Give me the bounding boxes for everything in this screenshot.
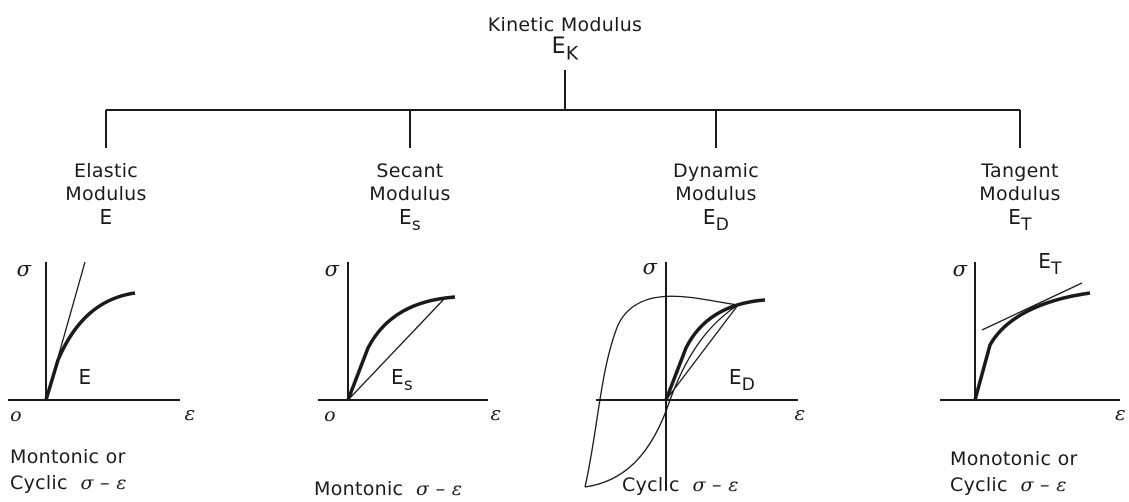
root-symbol: EK [551,34,579,65]
tangent-y-label: σ [952,257,968,281]
tangent-x-label: ε [1114,401,1127,425]
dynamic-symbol: ED [702,205,730,235]
dynamic-caption-2: Cyclic σ – ε [622,474,739,496]
secant-symbol: Es [398,205,422,235]
stress-strain-curve [44,291,136,401]
hysteresis-loop-upper [584,295,739,488]
secant-line [347,297,446,401]
elastic-title-2: Modulus [65,183,147,205]
elastic-curve-label: E [78,365,92,389]
elastic-caption-2: Cyclic σ – ε [10,472,127,494]
root-title: Kinetic Modulus [487,14,643,36]
tangent-line [981,282,1083,331]
dynamic-curve-label: ED [728,365,756,395]
tangent-curve-label: ET [1038,249,1062,279]
plot-dynamic [584,262,798,490]
elastic-caption-1: Montonic or [10,446,126,468]
plot-elastic [8,261,180,401]
secant-title-1: Secant [376,160,444,182]
plot-tangent [940,262,1120,401]
elastic-title-1: Elastic [73,160,139,182]
dynamic-y-label: σ [642,255,658,279]
tangent-title-2: Modulus [979,183,1061,205]
elastic-origin-label: o [10,404,22,426]
dynamic-secant-line [665,304,739,401]
plot-secant [318,262,488,401]
secant-caption-2: Montonic σ – ε [314,478,463,500]
dynamic-title-2: Modulus [675,183,757,205]
secant-y-label: σ [324,257,340,281]
stress-strain-curve [664,298,766,401]
hysteresis-loop-lower [584,304,739,488]
dynamic-x-label: ε [794,401,806,425]
dynamic-title-1: Dynamic [673,160,759,182]
stress-strain-curve [346,295,456,401]
elastic-tangent-line [45,261,86,401]
tangent-caption-1: Monotonic or [950,448,1078,470]
elastic-symbol: E [99,205,113,229]
stress-strain-curve [973,291,1091,401]
elastic-x-label: ε [184,401,196,425]
secant-origin-label: o [324,404,336,426]
tangent-title-1: Tangent [981,160,1059,182]
elastic-y-label: σ [16,257,32,281]
secant-title-2: Modulus [369,183,451,205]
tangent-caption-2: Cyclic σ – ε [950,474,1067,496]
tangent-symbol: ET [1008,205,1032,235]
secant-curve-label: Es [390,365,414,395]
secant-x-label: ε [490,401,502,425]
